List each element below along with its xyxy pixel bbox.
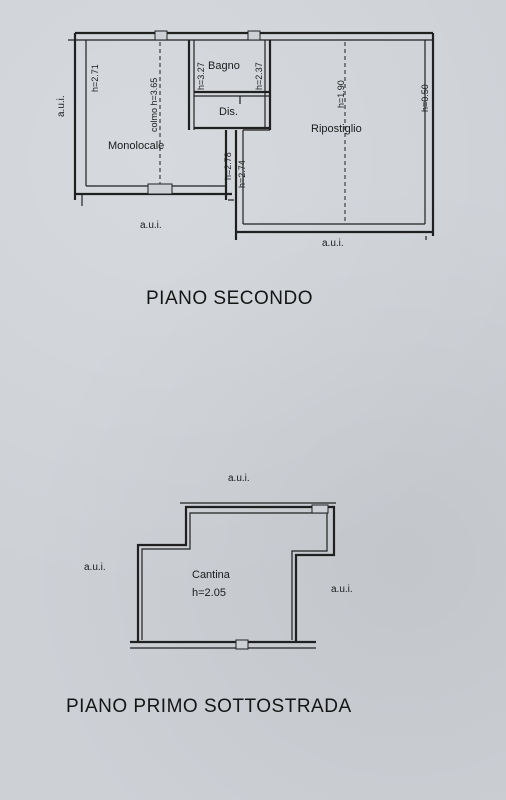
- cantina-door: [235, 639, 249, 650]
- aui-upper-left: a.u.i.: [56, 95, 67, 117]
- height-ripostiglio-right: h=0.50: [420, 84, 430, 112]
- cantina-outer-wall: [136, 505, 336, 642]
- floor-title-basement: PIANO PRIMO SOTTOSTRADA: [66, 696, 352, 717]
- aui-basement-top: a.u.i.: [228, 473, 250, 484]
- height-cantina: h=2.05: [192, 587, 226, 599]
- window-bagno-top: [247, 30, 261, 41]
- height-monolocale-ridge: colmo h=3.65: [149, 78, 159, 132]
- basement-plan: a.u.i. a.u.i. a.u.i. Cantina h=2.05: [84, 473, 353, 650]
- upper-floor-plan: a.u.i. a.u.i. a.u.i. h=2.71 colmo h=3.65…: [56, 30, 435, 249]
- height-ripostiglio-mid: h=1.90: [336, 80, 346, 108]
- aui-upper-bottom-right: a.u.i.: [322, 238, 344, 249]
- aui-basement-right: a.u.i.: [331, 584, 353, 595]
- room-ripostiglio: Ripostiglio: [311, 123, 362, 135]
- room-dis: Dis.: [219, 106, 238, 118]
- height-corridor-right: h=2.74: [237, 160, 247, 188]
- height-bagno-right: h=2.37: [254, 62, 264, 90]
- height-corridor-left: h=2.78: [223, 152, 233, 180]
- floor-title-upper: PIANO SECONDO: [146, 288, 313, 309]
- room-bagno: Bagno: [208, 60, 240, 72]
- cantina-inner-wall: [141, 512, 328, 640]
- aui-upper-bottom-left: a.u.i.: [140, 220, 162, 231]
- room-monolocale: Monolocale: [108, 140, 164, 152]
- height-monolocale-wall: h=2.71: [90, 64, 100, 92]
- cantina-window: [311, 504, 329, 514]
- height-bagno-left: h=3.27: [196, 62, 206, 90]
- aui-basement-left: a.u.i.: [84, 562, 106, 573]
- window-monolocale-top: [154, 30, 168, 41]
- room-cantina: Cantina: [192, 569, 231, 581]
- window-monolocale-bottom: [147, 183, 173, 195]
